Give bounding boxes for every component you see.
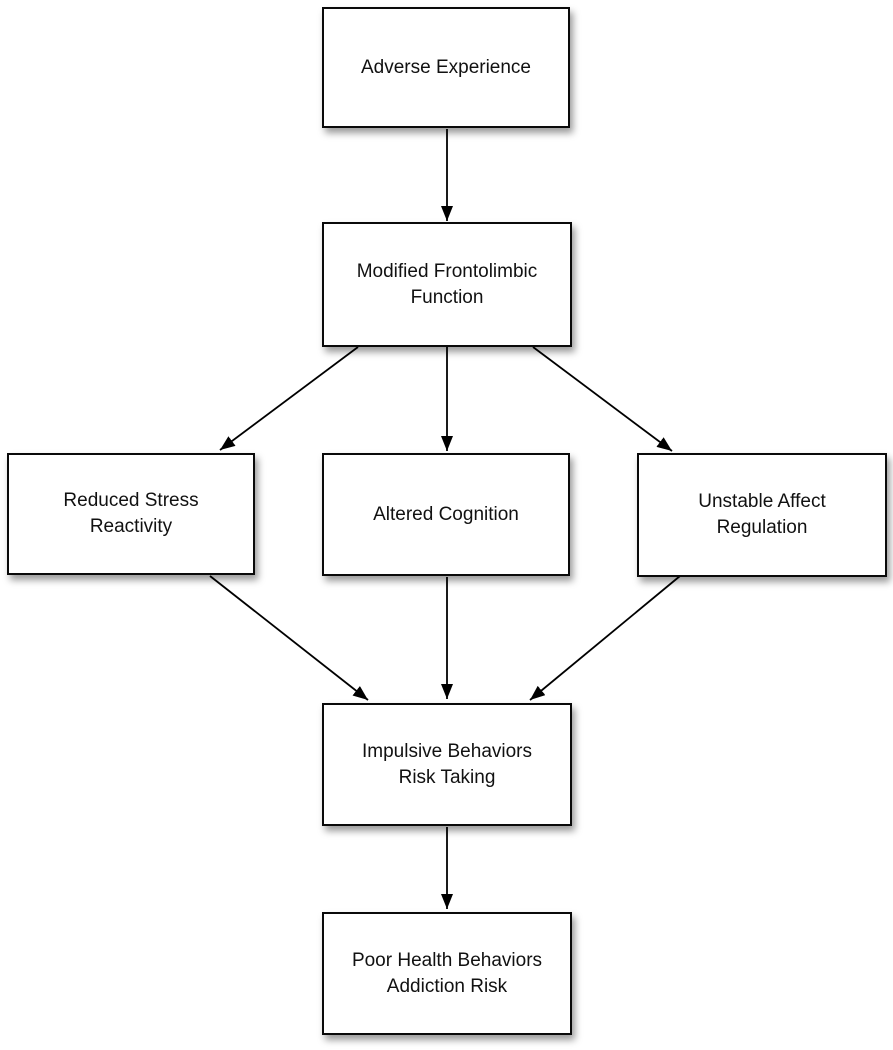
node-reduced-stress-reactivity: Reduced Stress Reactivity bbox=[7, 453, 255, 575]
node-label: Function bbox=[410, 286, 484, 308]
node-label: Unstable Affect bbox=[698, 491, 826, 512]
node-label: Reactivity bbox=[89, 516, 173, 537]
node-label: Impulsive Behaviors bbox=[361, 740, 533, 762]
node-modified-frontolimbic-function: Modified Frontolimbic Function bbox=[322, 222, 572, 347]
node-label: Adverse Experience bbox=[360, 56, 532, 78]
node-label: Risk Taking bbox=[398, 766, 496, 788]
edge-reduced-stress-to-impulsive bbox=[209, 575, 369, 701]
edge-modified-to-unstable-affect bbox=[532, 346, 673, 452]
node-impulsive-behaviors-risk-taking: Impulsive Behaviors Risk Taking bbox=[322, 703, 572, 826]
node-label: Addiction Risk bbox=[386, 975, 508, 997]
node-poor-health-behaviors-addiction-risk: Poor Health Behaviors Addiction Risk bbox=[322, 912, 572, 1035]
node-label: Reduced Stress bbox=[63, 490, 199, 511]
node-label: Poor Health Behaviors bbox=[351, 949, 543, 971]
node-label: Modified Frontolimbic bbox=[356, 260, 538, 282]
node-label: Regulation bbox=[716, 517, 808, 538]
node-label: Altered Cognition bbox=[373, 503, 519, 525]
edge-modified-to-reduced-stress bbox=[219, 346, 359, 451]
node-altered-cognition: Altered Cognition bbox=[322, 453, 570, 576]
node-unstable-affect-regulation: Unstable Affect Regulation bbox=[637, 453, 887, 577]
edge-unstable-affect-to-impulsive bbox=[529, 575, 681, 701]
node-adverse-experience: Adverse Experience bbox=[322, 7, 570, 128]
